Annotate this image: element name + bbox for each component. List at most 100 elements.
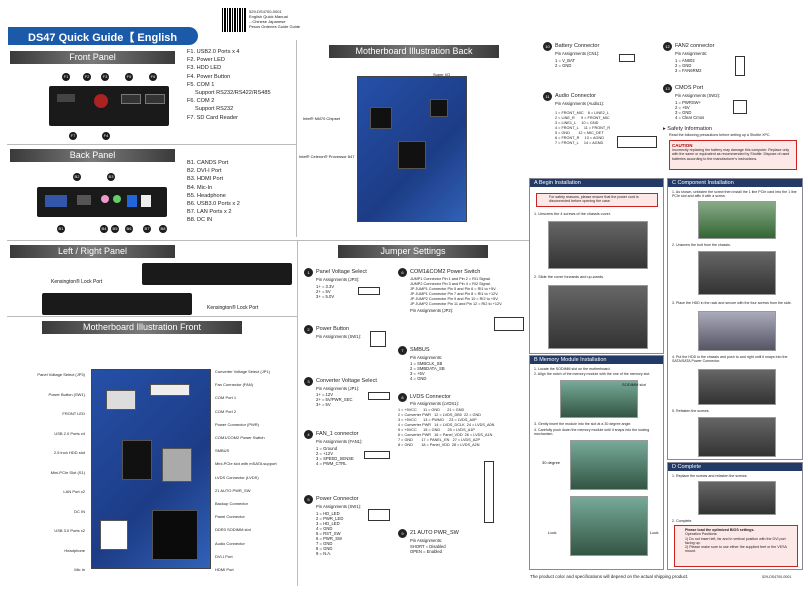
jumper-8-num: 8 — [398, 393, 407, 402]
back-panel-photo — [37, 187, 167, 217]
callout-b1: B1 — [57, 225, 65, 233]
component-step2: 2. Unscrew the bolt from the chassis. — [672, 243, 731, 247]
memory-head: B Memory Module Installation — [530, 356, 663, 364]
jp1-diagram — [368, 392, 390, 400]
jumper-1-title: Panel Voltage Select — [316, 269, 367, 275]
component-step2-image — [698, 251, 776, 295]
jumper-2-num: 2 — [304, 325, 313, 334]
jumper-2-title: Power Button — [316, 326, 350, 332]
front-panel-photo — [49, 86, 169, 126]
jumper-6-num: 6 — [398, 268, 407, 277]
jumper-section: Jumper Settings 1 Panel Voltage Select P… — [297, 240, 529, 586]
fan2-num: 12 — [663, 42, 672, 51]
callout-b5: B5 — [111, 225, 119, 233]
jumper-5-title: Power Connector — [316, 496, 359, 502]
audio-diagram — [617, 136, 657, 148]
audio-num: 11 — [543, 92, 552, 101]
component-panel: C Component Installation 1. As shown, un… — [667, 178, 803, 460]
callout-b7: B7 — [143, 225, 151, 233]
begin-panel: A Begin Installation For safety reasons,… — [529, 178, 664, 354]
memory-step4-image — [570, 496, 648, 556]
jumper-title: Jumper Settings — [338, 245, 488, 258]
begin-step1-image — [548, 221, 648, 269]
sw1-diagram — [370, 331, 386, 347]
battery-title: Battery Connector — [555, 43, 600, 49]
audio-title: Audio Connector — [555, 93, 596, 99]
callout-f4: F4 — [102, 132, 110, 140]
jumper-5-num: 5 — [304, 495, 313, 504]
barcode-line-2: English Quick Manual — [249, 14, 288, 19]
battery-num: 10 — [543, 42, 552, 51]
callout-b2: B2 — [73, 173, 81, 181]
mb-back-title: Motherboard Illustration Back — [329, 45, 499, 58]
component-step5-image — [698, 417, 776, 457]
footer-note: The product color and specifications wil… — [530, 574, 730, 579]
jumper-5-pins: 1 = HD_LED 2 = PWR_LED 3 = HD_LED 4 = GN… — [316, 511, 344, 556]
mb-front-title: Motherboard Illustration Front — [42, 321, 242, 334]
cmos-assign: Pin Assignments (SW2): — [675, 93, 721, 98]
barcode-line-4: Pesos Ordenes Guide Guide — [249, 24, 301, 29]
memory-step2: 2. Align the notch of the memory module … — [534, 372, 651, 376]
jumper-6-assign: Pin Assignments (JP2): — [410, 308, 454, 313]
jumper-4-pins: 1 = Ground 2 = +12V 3 = SPEED_SENSE 4 = … — [316, 446, 354, 466]
jumper-8-assign: Pin Assignments (LVDS1): — [410, 401, 460, 406]
begin-step2: 2. Slide the cover forwards and up-wards… — [534, 275, 605, 279]
barcode — [222, 8, 246, 32]
fan2-title: FAN2 connector — [675, 43, 715, 49]
jumper-7-pins: 1 = SMBCLK_SB 2 = SMBDATA_SB 3 = +5V 4 =… — [410, 361, 445, 381]
back-panel-list: B1. CANDS Port B2. DVI-I Port B3. HDMI P… — [187, 160, 240, 224]
complete-step1-image — [698, 481, 776, 515]
memory-step4: 4. Carefully push down the memory module… — [534, 428, 650, 437]
battery-diagram — [619, 54, 635, 62]
callout-f7: F7 — [69, 132, 77, 140]
kensington-right-label: Kensington® Lock Port — [207, 305, 259, 311]
safety-text: Read the following precautions before se… — [669, 133, 771, 137]
mb-front-left-labels: Panel Voltage Select (JP3) Power Button … — [37, 372, 85, 572]
cmos-num: 13 — [663, 84, 672, 93]
jumper-3-pins: 1+ = 12V 2+ = 5V/PWR_SEC 3+ = 5V — [316, 392, 353, 407]
callout-f3: F3 — [101, 73, 109, 81]
jumper-4-title: FAN_1 connector — [316, 431, 359, 437]
audio-pins: 1 = FRONT_MIC 8 = LINE2_L 2 = LINE_R 9 =… — [555, 111, 611, 145]
jumper-9-num: 9 — [398, 529, 407, 538]
jumper-8-pins: 1 = +5VCC 11 = GND 21 = GND 2 = Converte… — [398, 408, 495, 447]
jumper-1-num: 1 — [304, 268, 313, 277]
back-panel-section: Back Panel B2 B3 B1 B4 B5 B6 B7 B8 B1. C… — [7, 144, 297, 240]
memory-step1-image — [560, 380, 638, 418]
jumper-7-assign: Pin Assignments: — [410, 355, 443, 360]
jumper-1-pins: 1+ = 3.3V 2+ = 5V 3+ = 5.0V — [316, 284, 335, 299]
fan2-diagram — [735, 56, 745, 76]
jp2-diagram — [494, 317, 524, 331]
callout-f1: F1 — [62, 73, 70, 81]
jumper-2-assign: Pin Assignments (SW1): — [316, 334, 362, 339]
component-head: C Component Installation — [668, 179, 802, 187]
complete-panel: D Complete 1. Replace the screws and ref… — [667, 462, 803, 570]
callout-f2: F2 — [83, 73, 91, 81]
memory-step3-image — [570, 440, 648, 490]
complete-step2: 2. Complete. — [672, 519, 693, 523]
jumper-1-assign: Pin Assignments (JP3): — [316, 277, 360, 282]
caution-box: CAUTION Incorrectly replacing the batter… — [669, 140, 797, 170]
side-panel-photo-bottom — [42, 293, 192, 315]
begin-step1: 1. Unscrew the 4 screws of the chassis c… — [534, 212, 611, 216]
complete-notes: Please load the optimized BIOS settings.… — [674, 525, 798, 567]
barcode-line-1: 529-DS4700-0001 — [249, 9, 282, 14]
memory-slot-label: SODIMM slot — [622, 382, 646, 387]
fan2-pins: 1 = AN602 2 = GND 3 = FAN6RM2 — [675, 58, 702, 73]
mb-back-label-cpu: Intel® Celeron® Processor 847 — [299, 154, 355, 159]
callout-f5: F5 — [125, 73, 133, 81]
component-step5: 5. Refasten the screws. — [672, 409, 710, 413]
jumper-7-num: 7 — [398, 346, 407, 355]
caution-text: Incorrectly replacing the battery may da… — [672, 148, 790, 161]
complete-head: D Complete — [668, 463, 802, 471]
connectors-section: 10 Battery Connector Pin Assignments (CN… — [529, 40, 803, 176]
safety-title: ▸ Safety Information — [663, 126, 712, 132]
pwr-diagram — [368, 509, 390, 521]
jumper-9-title: 21 AUTO PWR_SW — [410, 530, 459, 536]
component-step1: 1. As shown, unfasten the screw then ins… — [672, 190, 797, 199]
back-panel-title: Back Panel — [10, 149, 175, 162]
mb-back-section: Motherboard Illustration Back Intel® NM7… — [296, 40, 526, 237]
kensington-left-label: Kensington® Lock Port — [51, 279, 103, 285]
memory-step1: 1. Locate the SODIMM slot on the motherb… — [534, 367, 611, 371]
fan2-assign: Pin Assignments: — [675, 51, 708, 56]
